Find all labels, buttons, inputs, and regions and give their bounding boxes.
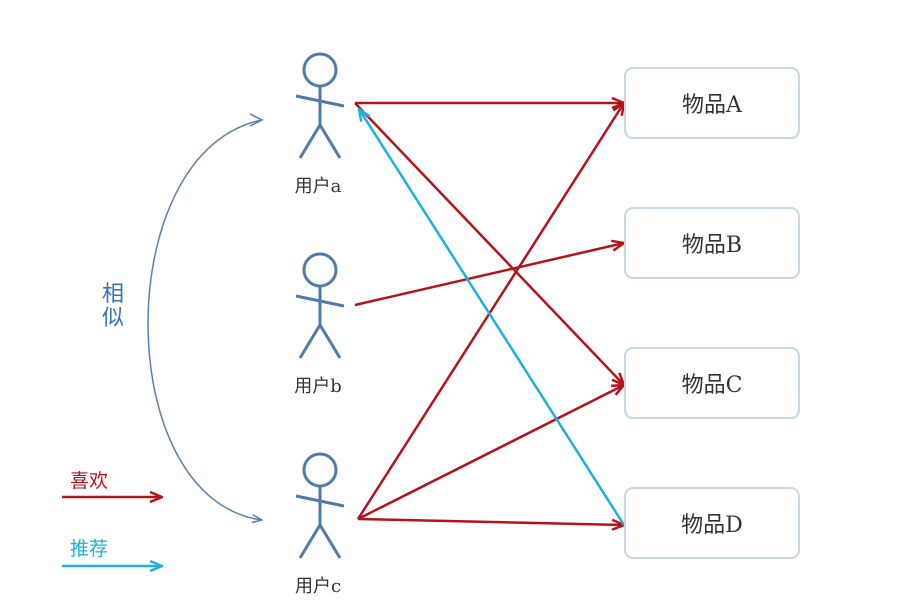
like-edge-a-C: [354, 102, 624, 385]
user-leg-left: [298, 524, 322, 559]
similar-label: 相似: [101, 282, 124, 331]
user-arms: [295, 294, 345, 308]
recommend-edge-D-a: [359, 109, 626, 526]
user-head: [302, 52, 338, 88]
similarity-arc: [147, 119, 262, 520]
item-label-a: 物品A: [682, 93, 742, 118]
item-label-b: 物品B: [681, 233, 743, 258]
user-leg-left: [298, 124, 322, 159]
user-leg-right: [318, 324, 342, 359]
item-box-c: 物品C: [624, 347, 800, 419]
legend-like-label: 喜欢: [70, 470, 109, 492]
like-edge-c-C: [357, 385, 624, 521]
user-head: [302, 452, 338, 488]
like-edge-c-A: [356, 103, 624, 520]
user-figure-c: [295, 452, 345, 559]
item-label-c: 物品C: [681, 373, 743, 398]
similarity-arc-start-arrow: [249, 113, 264, 127]
user-label-a: 用户a: [294, 176, 342, 197]
item-box-b: 物品B: [624, 207, 800, 279]
user-arms: [295, 94, 345, 108]
like-edge-c-D: [357, 517, 624, 525]
user-leg-right: [318, 124, 342, 159]
user-figure-b: [295, 252, 345, 359]
item-label-d: 物品D: [681, 513, 743, 538]
user-label-c: 用户c: [294, 576, 342, 597]
user-head: [302, 252, 338, 288]
item-box-a: 物品A: [624, 67, 800, 139]
user-leg-left: [298, 324, 322, 359]
user-leg-right: [318, 524, 342, 559]
user-arms: [295, 494, 345, 508]
user-figure-a: [295, 52, 345, 159]
legend-recommend-label: 推荐: [70, 538, 109, 560]
like-edge-b-B: [354, 243, 624, 307]
item-box-d: 物品D: [624, 487, 800, 559]
user-label-b: 用户b: [294, 376, 342, 397]
